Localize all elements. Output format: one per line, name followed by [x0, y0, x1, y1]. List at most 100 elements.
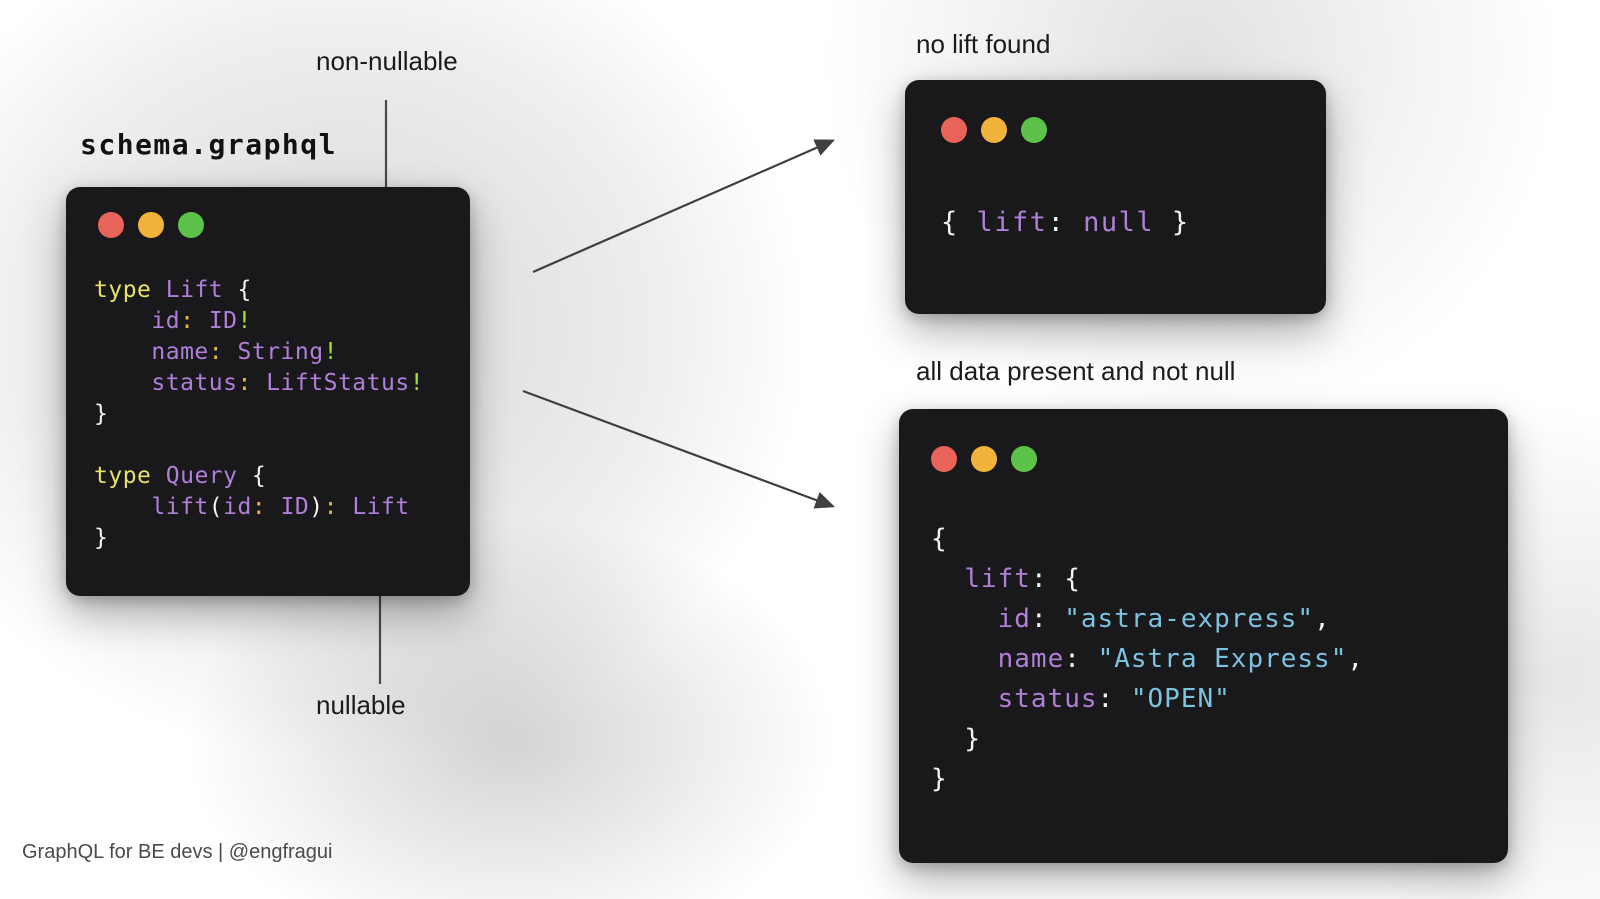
code-token: : [1030, 564, 1048, 594]
code-token: LiftStatus [266, 370, 410, 396]
code-token: name [151, 339, 209, 365]
footer-credit: GraphQL for BE devs | @engfragui [22, 841, 333, 863]
code-token: : [251, 494, 267, 520]
close-dot-icon[interactable] [931, 446, 957, 472]
code-token [1048, 604, 1065, 634]
code-line: id: "astra-express", [931, 599, 1364, 639]
window-traffic-lights [941, 117, 1047, 143]
minimize-dot-icon[interactable] [981, 117, 1007, 143]
code-line: id: ID! [94, 306, 424, 337]
minimize-dot-icon[interactable] [971, 446, 997, 472]
code-token [931, 644, 998, 674]
code-token [1065, 207, 1083, 238]
code-token: status [151, 370, 238, 396]
code-token: ( [208, 494, 224, 520]
code-line: } [94, 523, 424, 554]
code-token [151, 277, 165, 303]
code-token: name [997, 644, 1065, 674]
code-token [252, 370, 266, 396]
code-token [151, 463, 165, 489]
code-line: type Lift { [94, 275, 424, 306]
code-token [238, 463, 252, 489]
code-token: : [1030, 604, 1048, 634]
close-dot-icon[interactable] [941, 117, 967, 143]
code-token: id [151, 308, 181, 334]
code-token: Lift [352, 494, 410, 520]
code-line: lift: { [931, 559, 1364, 599]
code-token: lift [151, 494, 209, 520]
code-token [1114, 684, 1131, 714]
code-line: } [931, 759, 1364, 799]
code-token [338, 494, 352, 520]
close-dot-icon[interactable] [98, 212, 124, 238]
code-token: id [223, 494, 252, 520]
code-token [94, 494, 151, 520]
code-token: } [1171, 207, 1190, 238]
code-token: lift [964, 564, 1031, 594]
code-token: : [1097, 684, 1115, 714]
code-line: status: LiftStatus! [94, 368, 424, 399]
code-token: "astra-express" [1064, 604, 1315, 634]
data-result-window: { lift: { id: "astra-express", name: "As… [899, 409, 1508, 863]
code-token: Lift [165, 277, 224, 303]
code-line: status: "OPEN" [931, 679, 1364, 719]
code-token: String [237, 339, 324, 365]
code-token: } [94, 525, 109, 551]
code-token [94, 308, 151, 334]
code-token [266, 494, 280, 520]
null-result-window: { lift: null } [905, 80, 1326, 314]
code-token: : [1047, 207, 1066, 238]
schema-code-window: type Lift { id: ID! name: String! status… [66, 187, 470, 596]
schema-filename-label: schema.graphql [80, 128, 338, 161]
code-token: ID [208, 308, 238, 334]
code-token: { [941, 207, 959, 238]
window-traffic-lights [98, 212, 204, 238]
code-token: } [964, 724, 981, 754]
code-token [931, 684, 998, 714]
code-token: : [237, 370, 252, 396]
code-line: lift(id: ID): Lift [94, 492, 424, 523]
code-token: Query [165, 463, 238, 489]
code-token: ) [309, 494, 324, 520]
minimize-dot-icon[interactable] [138, 212, 164, 238]
code-token [94, 370, 151, 396]
code-line: name: String! [94, 337, 424, 368]
code-token: { [931, 524, 948, 554]
arrow-to-null-panel [532, 139, 836, 274]
code-token: type [94, 277, 152, 303]
code-token: : [323, 494, 338, 520]
code-token: ! [237, 308, 252, 334]
caption-no-lift-found: no lift found [916, 29, 1051, 59]
code-line: } [94, 399, 424, 430]
code-line: { [931, 519, 1364, 559]
code-token: ! [323, 339, 338, 365]
code-line: } [931, 719, 1364, 759]
code-line: { lift: null } [941, 205, 1190, 241]
code-line: type Query { [94, 461, 424, 492]
code-token [94, 339, 151, 365]
code-token [1081, 644, 1098, 674]
code-token [194, 308, 208, 334]
code-token: id [997, 604, 1031, 634]
code-token [931, 604, 998, 634]
code-token: ! [409, 370, 425, 396]
code-token [931, 564, 964, 594]
maximize-dot-icon[interactable] [1011, 446, 1037, 472]
code-token: : [208, 339, 224, 365]
code-token: } [931, 764, 948, 794]
code-token: , [1347, 644, 1365, 674]
schema-code-content: type Lift { id: ID! name: String! status… [94, 275, 424, 554]
code-token: { [251, 463, 267, 489]
code-token [223, 339, 237, 365]
code-line [94, 430, 424, 461]
code-token: null [1083, 207, 1155, 238]
maximize-dot-icon[interactable] [178, 212, 204, 238]
code-token: : [180, 308, 195, 334]
maximize-dot-icon[interactable] [1021, 117, 1047, 143]
window-traffic-lights [931, 446, 1037, 472]
annotation-non-nullable: non-nullable [316, 46, 458, 76]
code-token: status [997, 684, 1098, 714]
null-result-content: { lift: null } [941, 205, 1190, 241]
arrow-to-data-panel [522, 389, 836, 509]
